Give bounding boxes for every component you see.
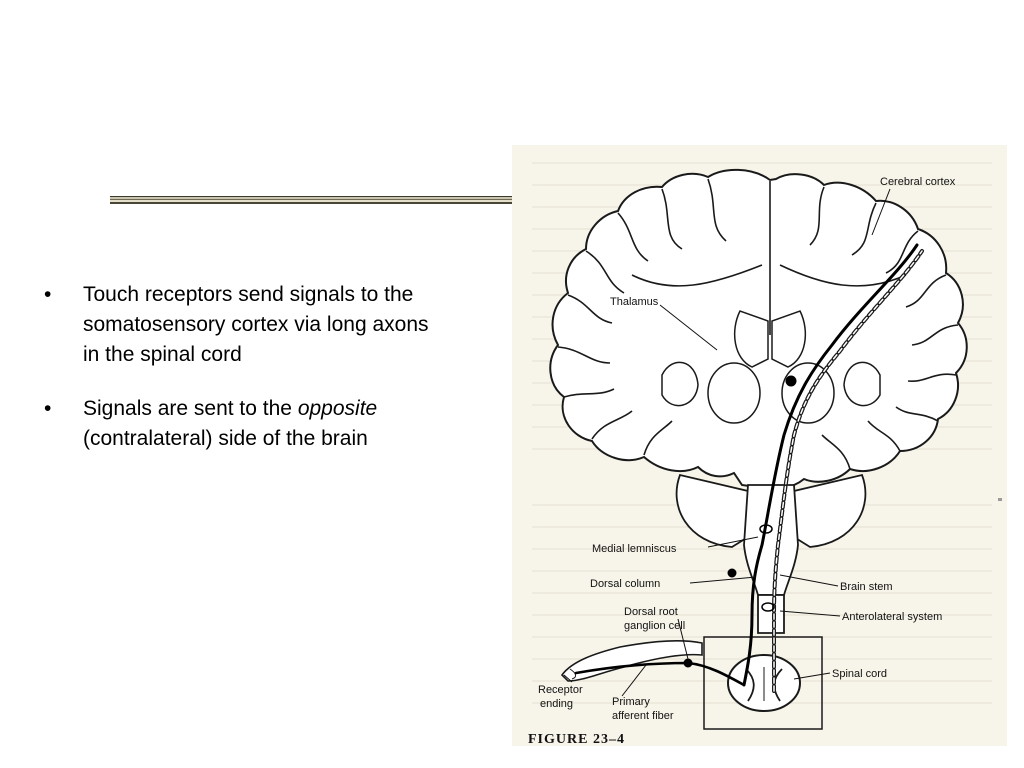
label-primary-line2: afferent fiber <box>612 710 674 722</box>
label-leader-lines <box>563 188 891 697</box>
pathway-nodes <box>683 375 797 668</box>
bullet-text-suffix: (contralateral) side of the brain <box>83 427 368 450</box>
label-dorsal-root-line2: ganglion cell <box>624 620 685 632</box>
bullet-icon: • <box>44 397 52 420</box>
label-medial-lemniscus: Medial lemniscus <box>592 543 677 555</box>
sensory-pathways <box>574 243 924 693</box>
label-spinal-cord: Spinal cord <box>832 668 887 680</box>
brain-stem-structures <box>675 473 867 634</box>
bullet-text-prefix: Signals are sent to the <box>83 397 292 420</box>
pathway-diagram: Cerebral cortex Thalamus Medial lemniscu… <box>528 162 992 746</box>
brainstem-relay-node <box>727 568 737 578</box>
label-dorsal-root-line1: Dorsal root <box>624 606 678 618</box>
label-primary-line1: Primary <box>612 696 650 708</box>
thalamus-relay-node <box>785 375 797 387</box>
somatosensory-pathway-figure: Cerebral cortex Thalamus Medial lemniscu… <box>512 145 1007 746</box>
dorsal-root-ganglion-cell <box>683 658 693 668</box>
label-receptor-line1: Receptor <box>538 684 583 696</box>
decorative-divider-bar <box>110 196 514 204</box>
label-dorsal-column: Dorsal column <box>590 578 660 590</box>
bullet-list: • Touch receptors send signals to the so… <box>44 280 444 478</box>
label-brain-stem: Brain stem <box>840 581 893 593</box>
bullet-text-emphasis: opposite <box>297 397 378 420</box>
bullet-item: • Signals are sent to the opposite (cont… <box>44 394 444 454</box>
figure-labels: Cerebral cortex Thalamus Medial lemniscu… <box>528 176 956 746</box>
label-thalamus: Thalamus <box>610 296 659 308</box>
spinal-cord-box <box>703 636 823 730</box>
bullet-text: Touch receptors send signals to the soma… <box>83 283 429 366</box>
label-receptor-line2: ending <box>540 698 573 710</box>
bullet-icon: • <box>44 283 52 306</box>
dorsal-column-path <box>742 243 919 687</box>
bullet-item: • Touch receptors send signals to the so… <box>44 280 444 370</box>
decorative-speck <box>998 498 1002 501</box>
figure-caption: FIGURE 23–4 <box>528 732 625 746</box>
label-cerebral-cortex: Cerebral cortex <box>880 176 956 188</box>
receptor-finger <box>560 640 703 682</box>
label-anterolateral-system: Anterolateral system <box>842 611 942 623</box>
brain-gyri <box>557 178 959 470</box>
